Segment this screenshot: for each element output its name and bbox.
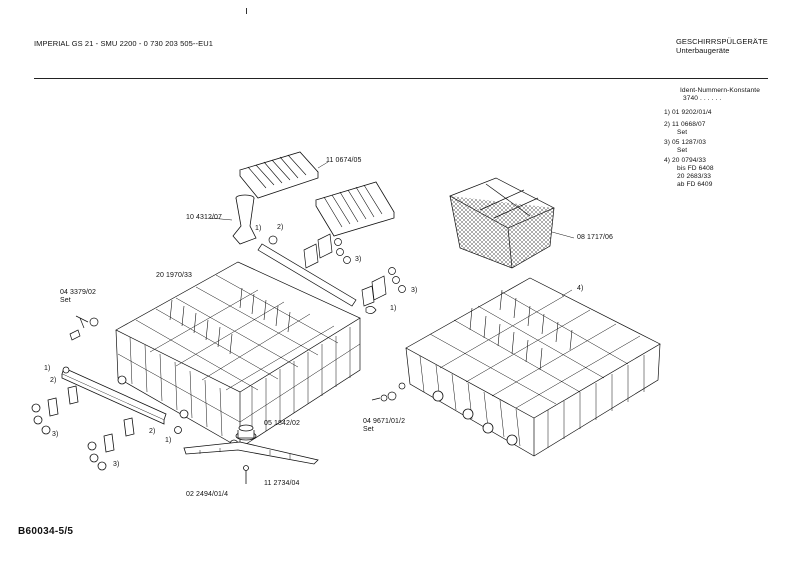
callout-1: 1) [390, 305, 397, 312]
runner-rail [31, 366, 182, 471]
legend-item-sub: Set [677, 147, 688, 154]
part-label-sub: Set [363, 426, 374, 433]
upper-basket [115, 261, 361, 449]
callout-4: 4) [577, 285, 584, 292]
legend-item: 20 2683/33 [677, 173, 712, 180]
callout-3: 3) [355, 256, 362, 263]
leader-line [317, 161, 329, 169]
legend-title: Ident-Nummern-Konstante [680, 87, 760, 94]
legend-item-sub: Set [677, 129, 688, 136]
callout-3: 3) [411, 287, 418, 294]
part-label-sub: Set [60, 297, 71, 304]
legend-item: 3) 05 1287/03 [664, 139, 706, 146]
part-label: 02 2494/01/4 [186, 491, 229, 498]
drawing-code: B60034-5/5 [18, 526, 74, 537]
category-title: GESCHIRRSPÜLGERÄTE [676, 37, 768, 46]
salt-funnel-icon [209, 194, 257, 245]
part-label: 11 2734/04 [264, 480, 300, 487]
legend-item: 2) 11 0668/07 [664, 121, 706, 128]
rail-clip-parts [257, 233, 406, 314]
callout-1: 1) [255, 225, 262, 232]
part-label: 08 1717/06 [577, 234, 614, 241]
part-label: 20 1970/33 [156, 272, 193, 279]
part-label: 11 0674/05 [326, 157, 362, 164]
roller-set [69, 315, 99, 341]
legend-item: 4) 20 0794/33 [664, 157, 706, 164]
callout-2: 2) [149, 428, 156, 435]
callout-2: 2) [277, 224, 284, 231]
legend-item: 1) 01 9202/01/4 [664, 109, 712, 116]
callout-1: 1) [44, 365, 51, 372]
cutlery-rack-lower [315, 181, 395, 237]
callout-3: 3) [52, 431, 59, 438]
callout-1: 1) [165, 437, 172, 444]
part-label: 04 3379/02 [60, 289, 97, 296]
model-header: IMPERIAL GS 21 - SMU 2200 - 0 730 203 50… [34, 39, 213, 48]
legend-item-sub: bis FD 6408 [677, 165, 714, 172]
cutlery-rack-upper [239, 151, 319, 199]
legend-item-sub: ab FD 6409 [677, 181, 713, 188]
part-label: 10 4312/07 [186, 214, 223, 221]
part-label: 04 9671/01/2 [363, 418, 406, 425]
legend-constant: 3740 . . . . . . [683, 95, 722, 102]
registration-tick [246, 8, 247, 14]
header-rule [34, 78, 768, 79]
wheel-set [371, 382, 406, 402]
spray-arm [183, 424, 319, 484]
callout-2: 2) [50, 377, 57, 384]
lower-basket [405, 277, 661, 457]
cutlery-basket [449, 177, 575, 269]
category-subtitle: Unterbaugeräte [676, 46, 730, 55]
callout-3: 3) [113, 461, 120, 468]
part-label: 05 1842/02 [264, 420, 301, 427]
